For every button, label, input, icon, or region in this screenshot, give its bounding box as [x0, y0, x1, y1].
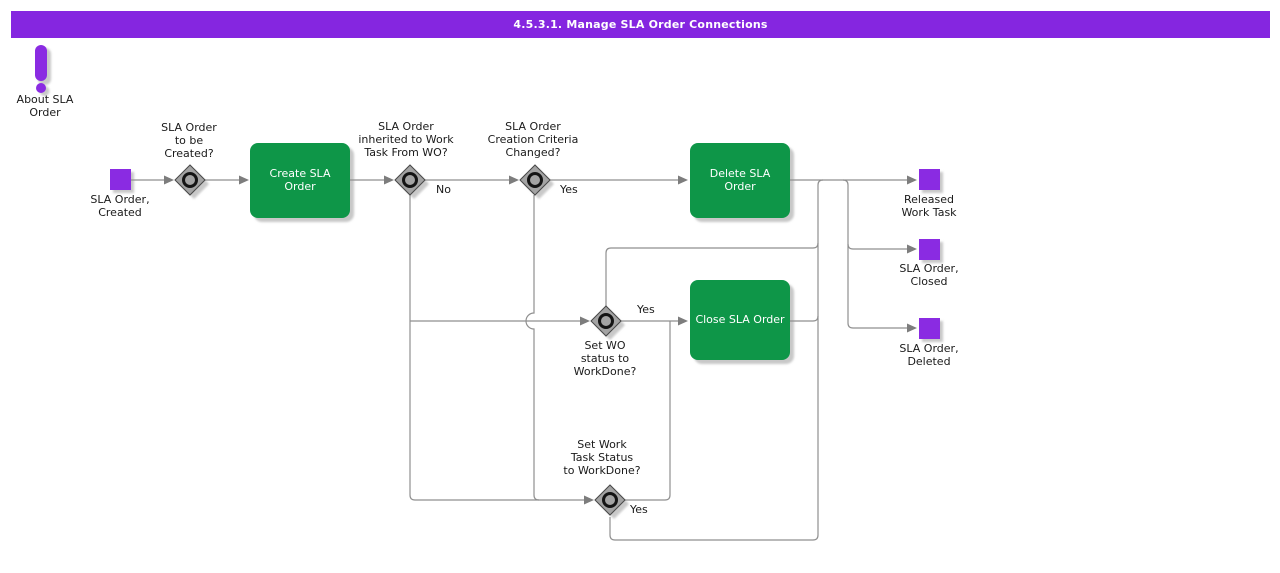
start-node-sla-order-created[interactable]: [110, 169, 131, 190]
arrowhead: [907, 323, 917, 333]
arrowhead: [384, 175, 394, 185]
decision1-ring-icon: [182, 172, 198, 188]
connector-close-out-merge: [790, 315, 819, 322]
close-box-label[interactable]: Close SLA Order: [695, 313, 785, 326]
decision5-ring-icon: [602, 492, 618, 508]
connector-d5-right-up: [625, 321, 671, 501]
connector-right-rail: [609, 179, 824, 541]
branch-label-yes-2: Yes: [637, 303, 655, 316]
nodes: [35, 45, 940, 516]
end2-label: SLA Order, Closed: [899, 262, 959, 288]
connector-d2-no-rail: [409, 195, 585, 501]
process-delete-sla-order[interactable]: [690, 143, 790, 218]
decision2-question: SLA Order inherited to Work Task From WO…: [358, 120, 454, 159]
create-box-label[interactable]: Create SLA Order: [269, 167, 331, 193]
about-exclamation-dot[interactable]: [36, 83, 46, 93]
process-close-sla-order[interactable]: [690, 280, 790, 360]
connector-to-deleted: [842, 179, 908, 329]
end-node-sla-order-closed[interactable]: [919, 239, 940, 260]
arrowhead: [509, 175, 519, 185]
decision2-ring-icon: [402, 172, 418, 188]
decision5-diamond[interactable]: [594, 484, 626, 516]
connector-to-closed: [847, 243, 908, 250]
arrowhead: [164, 175, 174, 185]
arrowhead: [907, 175, 917, 185]
decision3-question: SLA Order Creation Criteria Changed?: [487, 120, 579, 159]
decision3-ring-icon: [527, 172, 543, 188]
decision4-diamond[interactable]: [590, 305, 622, 337]
branch-label-yes-3: Yes: [630, 503, 648, 516]
decision1-diamond[interactable]: [174, 164, 206, 196]
arrowhead: [584, 495, 594, 505]
decision1-question: SLA Order to be Created?: [161, 121, 217, 160]
decision5-question: Set Work Task Status to WorkDone?: [563, 438, 641, 477]
connector-d3-down-rail: [525, 195, 540, 501]
arrowhead: [239, 175, 249, 185]
diagram-title-bar: 4.5.3.1. Manage SLA Order Connections: [11, 11, 1270, 38]
node-shadows: [38, 48, 943, 519]
end-node-sla-order-deleted[interactable]: [919, 318, 940, 339]
connectors: [131, 179, 908, 541]
arrowhead: [580, 316, 590, 326]
delete-box-label[interactable]: Delete SLA Order: [709, 167, 771, 193]
end1-label: Released Work Task: [901, 193, 957, 219]
branch-label-yes-1: Yes: [560, 183, 578, 196]
decision2-diamond[interactable]: [394, 164, 426, 196]
arrowhead: [678, 316, 688, 326]
start-node-label: SLA Order, Created: [90, 193, 150, 219]
end-node-released-work-task[interactable]: [919, 169, 940, 190]
connector-d4-top-merge: [605, 242, 819, 306]
decision4-question: Set WO status to WorkDone?: [573, 339, 637, 378]
arrowhead: [907, 244, 917, 254]
arrowhead: [678, 175, 688, 185]
branch-label-no: No: [436, 183, 451, 196]
decision4-ring-icon: [598, 313, 614, 329]
about-label[interactable]: About SLA Order: [16, 93, 74, 119]
end3-label: SLA Order, Deleted: [899, 342, 959, 368]
page-title: 4.5.3.1. Manage SLA Order Connections: [513, 18, 768, 31]
about-exclamation-icon[interactable]: [35, 45, 47, 81]
process-create-sla-order[interactable]: [250, 143, 350, 218]
decision3-diamond[interactable]: [519, 164, 551, 196]
arrowheads: [164, 175, 917, 505]
